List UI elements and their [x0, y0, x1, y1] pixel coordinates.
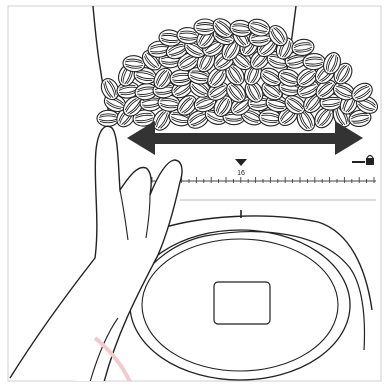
coffee-bean — [97, 110, 119, 126]
coffee-bean — [303, 53, 326, 70]
coffee-bean — [194, 19, 216, 35]
dial-display-window — [214, 282, 270, 324]
scale-setting-label: 16 — [237, 170, 245, 177]
